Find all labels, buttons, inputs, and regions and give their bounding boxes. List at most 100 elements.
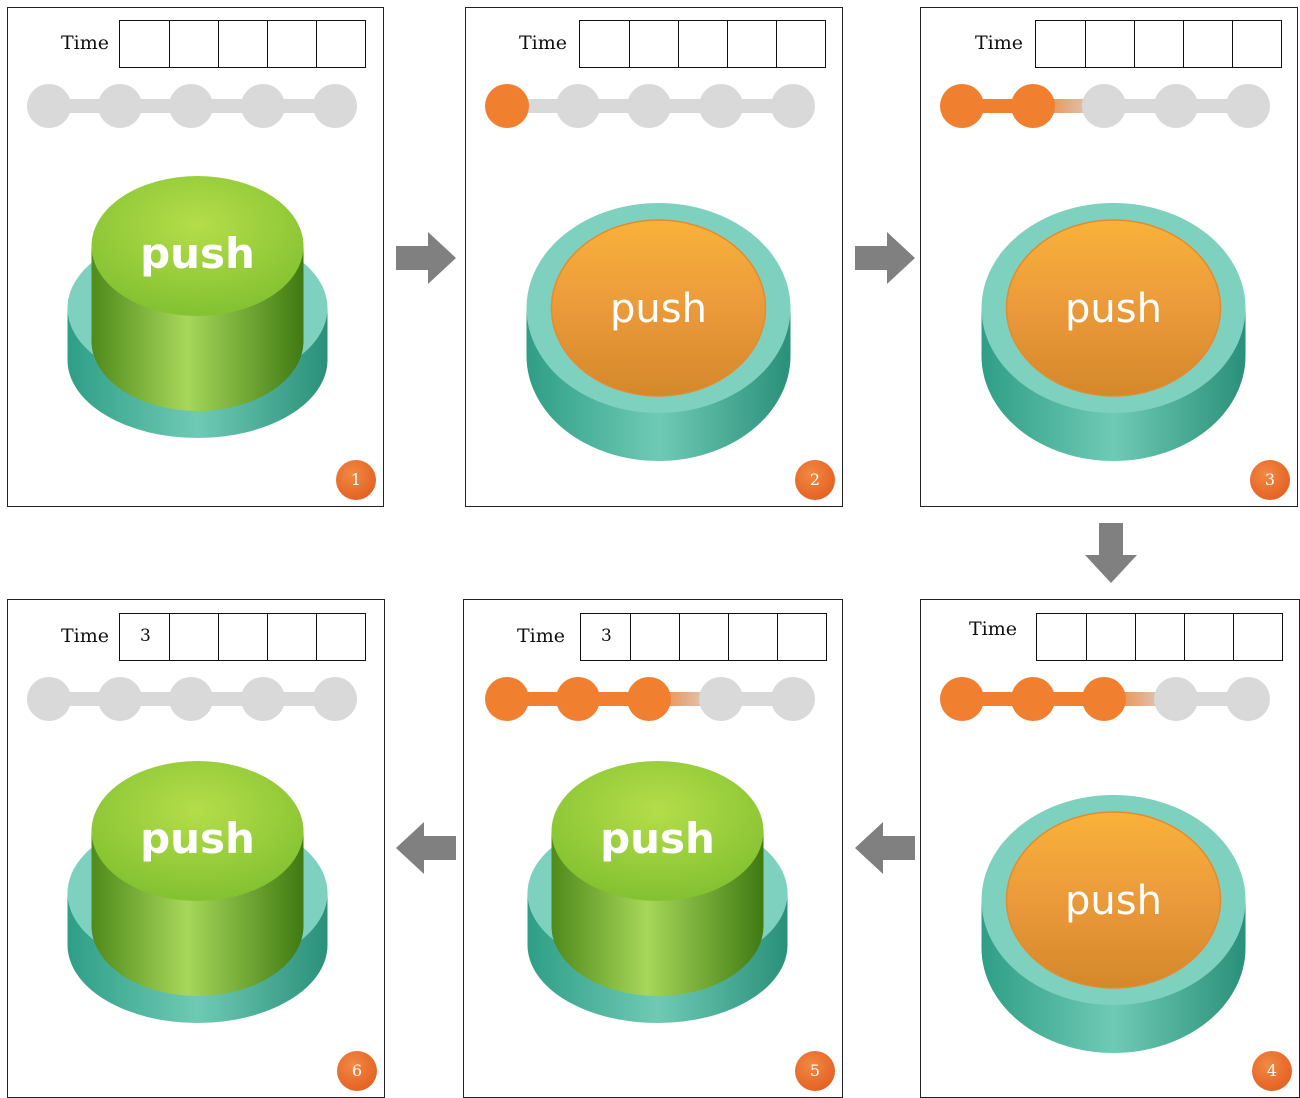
time-cell: [629, 21, 678, 67]
progress-dot-empty: [169, 677, 213, 721]
progress-dot-empty: [313, 84, 357, 128]
button-cap-top: [550, 219, 767, 397]
progress-dot-empty: [556, 84, 600, 128]
time-cell: [776, 21, 825, 67]
step-number-badge: 3: [1250, 460, 1290, 500]
progress-dot-filled: [940, 677, 984, 721]
time-cell: [1086, 614, 1135, 660]
time-cell: [727, 21, 776, 67]
progress-track: [940, 84, 1270, 128]
progress-dot-empty: [1226, 677, 1270, 721]
time-label: Time: [61, 625, 110, 647]
progress-dot-empty: [169, 84, 213, 128]
push-button-illustration: push: [67, 761, 328, 1023]
progress-dot-filled: [485, 84, 529, 128]
time-cell: [630, 614, 679, 660]
button-cap-top: [551, 761, 764, 901]
progress-dot-filled: [627, 677, 671, 721]
time-cell: [267, 614, 316, 660]
time-cell: [1037, 614, 1086, 660]
progress-dot-filled: [485, 677, 529, 721]
push-button-illustration: push: [981, 795, 1246, 1053]
progress-track: [485, 84, 815, 128]
time-cell: [777, 614, 826, 660]
button-label: push: [610, 286, 707, 332]
step-number-badge: 1: [336, 460, 376, 500]
progress-dot-empty: [1082, 84, 1126, 128]
time-cell: 3: [140, 626, 151, 646]
step-number-badge: 4: [1252, 1051, 1292, 1091]
progress-dot-empty: [27, 677, 71, 721]
progress-dot-empty: [1226, 84, 1270, 128]
button-cap-top: [91, 761, 304, 901]
time-cells: [1035, 20, 1282, 68]
push-button-illustration: push: [527, 761, 788, 1023]
progress-track: [27, 677, 357, 721]
push-button-illustration: push: [526, 203, 791, 461]
step-panel-4: Time push 4: [920, 599, 1300, 1098]
button-label: push: [600, 814, 715, 863]
time-cell: [1135, 614, 1184, 660]
push-button-illustration: push: [67, 176, 328, 438]
progress-dot-filled: [1082, 677, 1126, 721]
time-cells: [119, 20, 366, 68]
time-label: Time: [517, 625, 566, 647]
progress-track: [485, 677, 815, 721]
time-cell: [728, 614, 777, 660]
progress-dot-filled: [1011, 84, 1055, 128]
time-cell: [218, 614, 267, 660]
time-label: Time: [61, 32, 110, 54]
time-label: Time: [969, 618, 1018, 640]
time-cell: [218, 21, 267, 67]
progress-dot-empty: [1154, 84, 1198, 128]
button-cap-top: [1005, 219, 1222, 397]
button-cap-top: [1005, 811, 1222, 989]
arrow-left-icon: [855, 822, 915, 874]
button-label: push: [140, 229, 255, 278]
time-label: Time: [519, 32, 568, 54]
time-cell: [316, 21, 365, 67]
step-panel-5: Time 3 push 5: [463, 599, 843, 1098]
progress-dot-empty: [98, 84, 142, 128]
time-cell: [1233, 614, 1282, 660]
time-label: Time: [975, 32, 1024, 54]
step-number-badge: 2: [795, 460, 835, 500]
progress-track: [27, 84, 357, 128]
arrow-left-icon: [396, 822, 456, 874]
arrow-down-icon: [1085, 523, 1137, 583]
progress-dot-filled: [940, 84, 984, 128]
button-label: push: [1065, 878, 1162, 924]
time-cells: 3: [119, 613, 366, 661]
time-cell: [120, 21, 169, 67]
step-number-badge: 6: [337, 1051, 377, 1091]
time-cell: [169, 21, 218, 67]
progress-dot-empty: [27, 84, 71, 128]
time-cell: [267, 21, 316, 67]
progress-dot-empty: [771, 84, 815, 128]
step-number-badge: 5: [795, 1051, 835, 1091]
time-cell: [580, 21, 629, 67]
progress-dot-empty: [241, 84, 285, 128]
progress-dot-empty: [699, 84, 743, 128]
progress-dot-empty: [627, 84, 671, 128]
step-panel-1: Time push 1: [7, 7, 384, 507]
arrow-right-icon: [855, 232, 915, 284]
time-cell: [678, 21, 727, 67]
progress-dot-empty: [1154, 677, 1198, 721]
time-cells: [579, 20, 826, 68]
time-cell: 3: [601, 626, 612, 646]
time-cell: [316, 614, 365, 660]
time-cell: [1232, 21, 1281, 67]
progress-dot-filled: [556, 677, 600, 721]
time-cell: [679, 614, 728, 660]
time-cells: 3: [580, 613, 827, 661]
button-cap-top: [91, 176, 304, 316]
step-panel-2: Time push 2: [465, 7, 843, 507]
time-cell: [169, 614, 218, 660]
button-label: push: [140, 814, 255, 863]
step-panel-3: Time push 3: [920, 7, 1298, 507]
push-button-illustration: push: [981, 203, 1246, 461]
time-cells: [1036, 613, 1283, 661]
time-cell: [1134, 21, 1183, 67]
time-cell: [1085, 21, 1134, 67]
